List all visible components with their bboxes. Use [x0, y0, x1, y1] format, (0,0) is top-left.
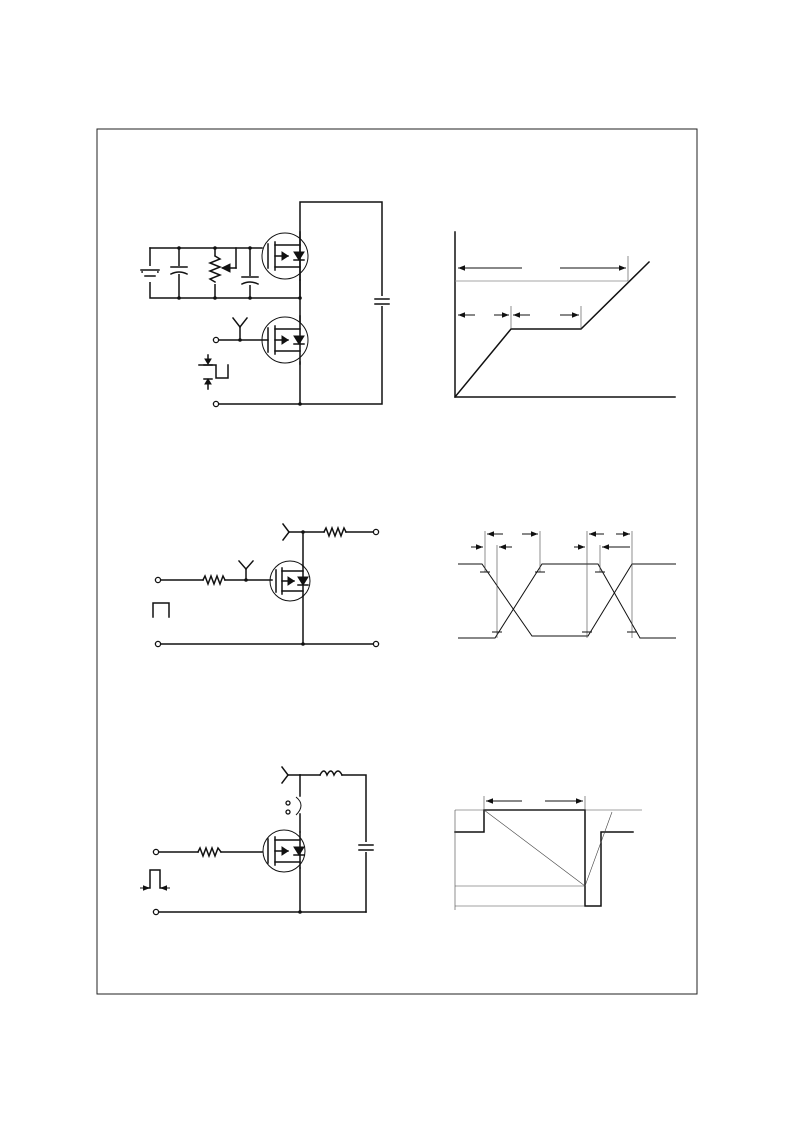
page-border	[96, 128, 698, 995]
drain-probe-symbol	[281, 522, 304, 542]
drain-supply-loop	[299, 201, 383, 405]
drain-voltage-trace	[454, 809, 634, 907]
lower-mosfet	[261, 315, 309, 365]
gate-charge-test-circuit	[140, 201, 391, 408]
input-voltage-trace	[458, 563, 676, 639]
input-terminal	[154, 576, 162, 584]
input-terminal	[152, 848, 160, 856]
gate-input-terminal	[212, 336, 220, 344]
potentiometer	[207, 254, 237, 284]
gate-charge-waveform	[453, 231, 676, 399]
inductor-coil	[318, 770, 344, 777]
ground-terminal	[152, 908, 160, 916]
unclamped-inductive-test-circuit	[140, 765, 374, 916]
input-pulse-symbol	[152, 602, 170, 618]
capacitor-c1	[169, 266, 189, 276]
pulse-width-symbol	[140, 869, 170, 891]
ground-terminal-left	[154, 640, 162, 648]
constant-current-pulse	[198, 354, 229, 390]
gate-probe-symbol	[237, 559, 255, 581]
supply-capacitor	[358, 842, 374, 852]
ground-terminal-right	[372, 640, 380, 648]
output-voltage-trace	[458, 563, 676, 637]
ground-terminal	[212, 400, 220, 408]
gate-resistor	[196, 845, 223, 859]
switching-mosfet	[269, 560, 311, 602]
gate-voltage-trace	[453, 260, 651, 399]
upper-mosfet	[261, 231, 309, 281]
switching-test-circuit	[152, 522, 380, 648]
load-resistor	[322, 525, 348, 539]
gate-resistor	[201, 573, 227, 587]
output-capacitor	[373, 296, 391, 306]
probe-symbol	[231, 316, 249, 341]
vdd-terminal	[372, 528, 380, 536]
drain-probe-symbol	[280, 765, 301, 785]
capacitor-c2	[240, 276, 260, 286]
current-ramp-up	[483, 809, 586, 887]
switching-waveform	[458, 531, 676, 639]
battery-source	[140, 266, 160, 282]
current-ramp-down	[584, 811, 613, 887]
current-probe	[285, 796, 302, 816]
supply-wire	[341, 774, 367, 913]
unclamped-inductive-waveform	[454, 796, 642, 910]
avalanche-mosfet	[262, 829, 306, 873]
